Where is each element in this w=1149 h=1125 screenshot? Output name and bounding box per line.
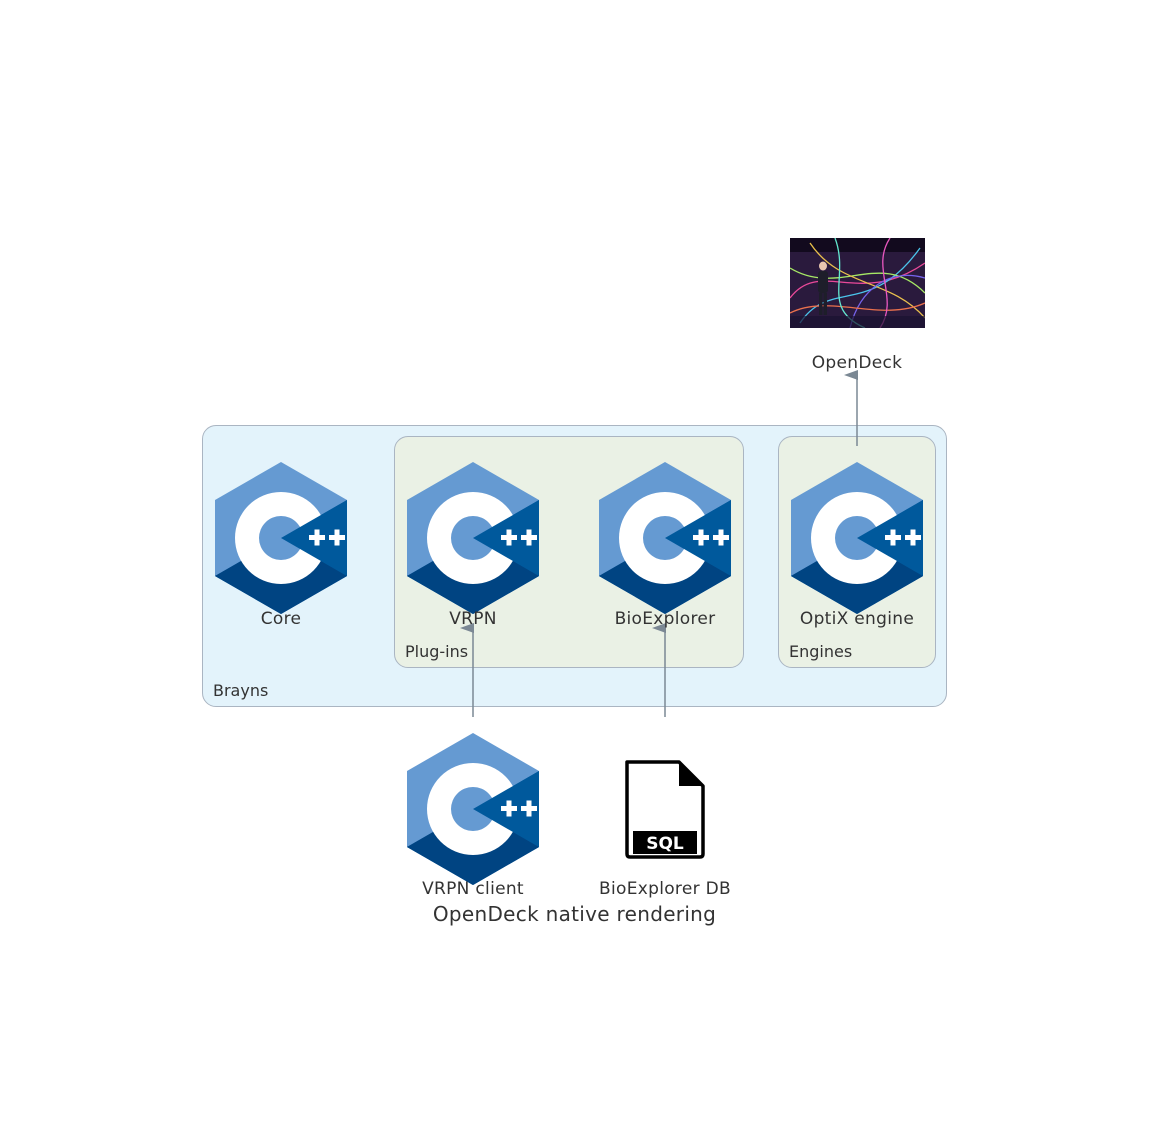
cpp-icon xyxy=(206,462,356,614)
node-vrpn-label: VRPN xyxy=(449,609,497,629)
node-vrpn: VRPN xyxy=(398,462,548,629)
cpp-icon xyxy=(782,462,932,614)
node-bioexplorer: BioExplorer xyxy=(590,462,740,629)
cluster-brayns-label: Brayns xyxy=(213,681,269,700)
cpp-icon xyxy=(398,733,548,885)
cluster-plugins-label: Plug-ins xyxy=(405,642,469,661)
node-optix-engine: OptiX engine xyxy=(782,462,932,629)
node-opendeck-label: OpenDeck xyxy=(811,353,903,373)
cpp-icon xyxy=(398,462,548,614)
node-bioexplorer-label: BioExplorer xyxy=(614,609,716,629)
cpp-icon xyxy=(590,462,740,614)
cluster-engines-label: Engines xyxy=(789,642,853,661)
node-vrpn-client-label: VRPN client xyxy=(422,879,524,899)
node-opendeck: OpenDeck xyxy=(782,238,932,373)
diagram-title: OpenDeck native rendering xyxy=(432,902,717,926)
node-bioexplorer-db: SQL BioExplorer DB xyxy=(590,758,740,899)
node-optix-engine-label: OptiX engine xyxy=(799,609,915,629)
sql-file-icon: SQL xyxy=(625,760,705,859)
photo-icon xyxy=(789,238,925,328)
node-vrpn-client: VRPN client xyxy=(398,733,548,899)
sql-file-icon-text: SQL xyxy=(646,834,684,854)
node-core: Core xyxy=(206,462,356,629)
node-bioexplorer-db-label: BioExplorer DB xyxy=(599,879,731,899)
node-core-label: Core xyxy=(260,609,302,629)
